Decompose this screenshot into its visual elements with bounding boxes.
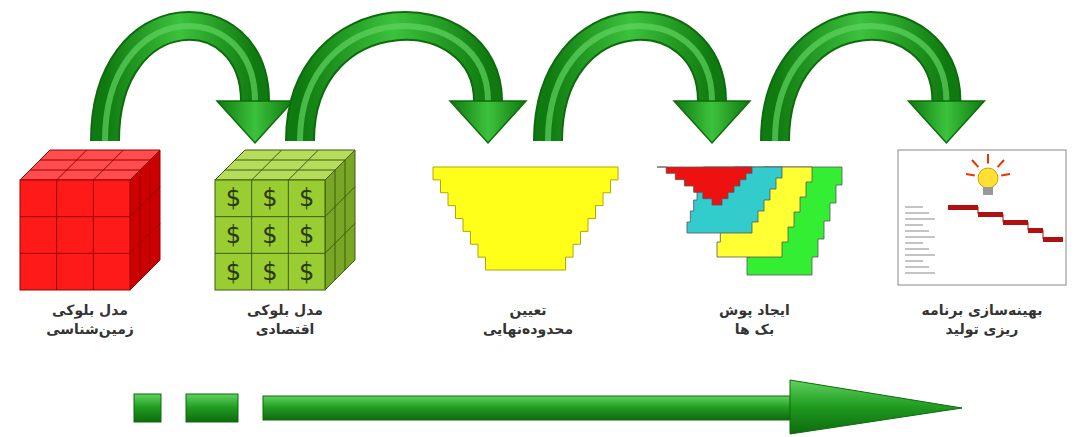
dollar-sign: $ <box>253 218 287 252</box>
dollar-sign: $ <box>290 181 324 215</box>
stage-label: تعیین محدوده‌نهایی <box>471 301 586 339</box>
dollar-sign: $ <box>290 218 324 252</box>
stage-label: ایجاد پوش بک ها <box>707 301 802 339</box>
curved-arrow <box>548 26 750 143</box>
stage-label: مدل بلوکی اقتصادی <box>230 301 340 339</box>
dollar-sign: $ <box>253 255 287 289</box>
stage-illustration <box>15 145 165 295</box>
stage-node: تعیین محدوده‌نهایی <box>428 145 628 339</box>
dollar-sign: $ <box>253 181 287 215</box>
dollar-sign: $ <box>216 218 250 252</box>
dollar-sign: $ <box>290 255 324 289</box>
stage-label: مدل بلوکی زمین‌شناسی <box>35 301 145 339</box>
curved-arrow <box>775 26 984 143</box>
stage-label: بهینه‌سازی برنامه ریزی تولید <box>912 301 1052 339</box>
stage-illustration <box>893 145 1071 295</box>
dollar-sign: $ <box>216 255 250 289</box>
stage-node: مدل بلوکی زمین‌شناسی <box>15 145 165 339</box>
dollar-sign: $ <box>216 181 250 215</box>
curved-arrow <box>105 26 293 143</box>
curved-arrow <box>300 26 526 143</box>
stage-node: ایجاد پوش بک ها <box>652 145 857 339</box>
stage-illustration <box>428 145 628 295</box>
stage-node: بهینه‌سازی برنامه ریزی تولید <box>893 145 1071 339</box>
stage-illustration <box>652 145 857 295</box>
